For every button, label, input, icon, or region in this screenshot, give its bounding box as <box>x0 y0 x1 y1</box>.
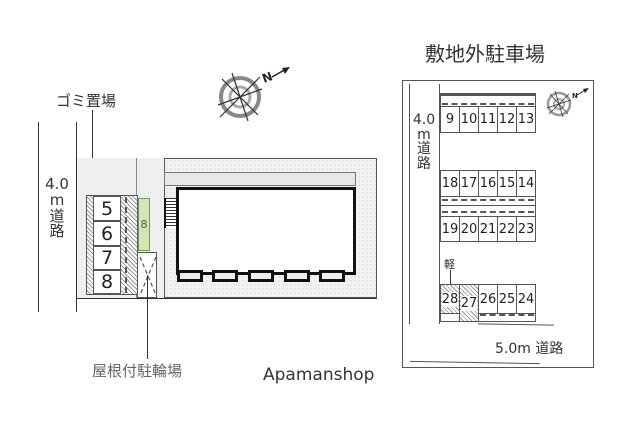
offsite-spot-24[interactable]: 24 <box>516 284 536 314</box>
offsite-spot-21[interactable]: 21 <box>478 216 498 242</box>
offsite-spot-14[interactable]: 14 <box>516 170 536 197</box>
offsite-spot-18[interactable]: 18 <box>440 170 460 197</box>
parking-line <box>125 197 127 293</box>
garbage-leader-line <box>92 110 93 160</box>
compass-rose-icon: N <box>212 65 292 139</box>
offsite-frame <box>402 80 594 368</box>
offsite-spot-20[interactable]: 20 <box>459 216 479 242</box>
offsite-parking-title: 敷地外駐車場 <box>425 42 545 66</box>
svg-text:N: N <box>260 69 274 86</box>
balcony <box>177 270 203 282</box>
offsite-spot-25[interactable]: 25 <box>497 284 517 314</box>
balcony <box>284 270 310 282</box>
parking-spot-8[interactable]: 8 <box>93 270 121 294</box>
offsite-road-edge <box>439 84 440 324</box>
balcony <box>248 270 274 282</box>
bike-parking-leader-line <box>147 275 148 359</box>
offsite-spot-13[interactable]: 13 <box>516 106 536 133</box>
svg-text:N: N <box>572 92 578 100</box>
staircase <box>164 198 176 228</box>
parking-spot-5[interactable]: 5 <box>93 196 121 221</box>
offsite-spot-15[interactable]: 15 <box>497 170 517 197</box>
parking-line <box>480 314 534 316</box>
parking-line <box>442 211 534 213</box>
road-edge-line <box>76 122 77 312</box>
offsite-spot-10[interactable]: 10 <box>459 106 479 133</box>
balcony <box>319 270 345 282</box>
offsite-spot-27[interactable]: 27 <box>459 284 479 322</box>
parking-spot-6[interactable]: 6 <box>93 221 121 246</box>
row-divider <box>440 205 536 206</box>
offsite-spot-11[interactable]: 11 <box>478 106 498 133</box>
garbage-area-label: ゴミ置場 <box>56 92 117 110</box>
road-edge-line <box>38 122 39 312</box>
offsite-road-bottom-label: 5.0m 道路 <box>495 341 564 357</box>
offsite-spot-28[interactable]: 28 <box>440 284 460 314</box>
kei-car-label: 軽 <box>444 258 455 271</box>
balcony <box>212 270 238 282</box>
shelter-cross-icon <box>139 256 157 296</box>
offsite-spot-12[interactable]: 12 <box>497 106 517 133</box>
kei-leader-line <box>450 270 451 284</box>
bike-parking-label: 屋根付駐輪場 <box>92 362 183 380</box>
parking-line <box>442 103 534 105</box>
offsite-spot-26[interactable]: 26 <box>478 284 498 314</box>
road-width-label: 4.0 m 道 路 <box>45 175 69 241</box>
offsite-road-edge <box>409 84 410 324</box>
offsite-spot-17[interactable]: 17 <box>459 170 479 197</box>
offsite-spot-9[interactable]: 9 <box>440 106 460 133</box>
bike-rack: 8 <box>138 198 150 251</box>
offsite-spot-16[interactable]: 16 <box>478 170 498 197</box>
offsite-spot-23[interactable]: 23 <box>516 216 536 242</box>
parking-line <box>442 199 534 201</box>
offsite-spot-19[interactable]: 19 <box>440 216 460 242</box>
parking-spot-7[interactable]: 7 <box>93 246 121 270</box>
offsite-road-width-label: 4.0 m 道 路 <box>412 112 436 173</box>
walkway <box>164 172 356 186</box>
compass-rose-small-icon: N <box>545 86 595 130</box>
building-outline <box>176 187 356 275</box>
brand-watermark: Apamanshop <box>263 365 375 385</box>
offsite-spot-22[interactable]: 22 <box>497 216 517 242</box>
